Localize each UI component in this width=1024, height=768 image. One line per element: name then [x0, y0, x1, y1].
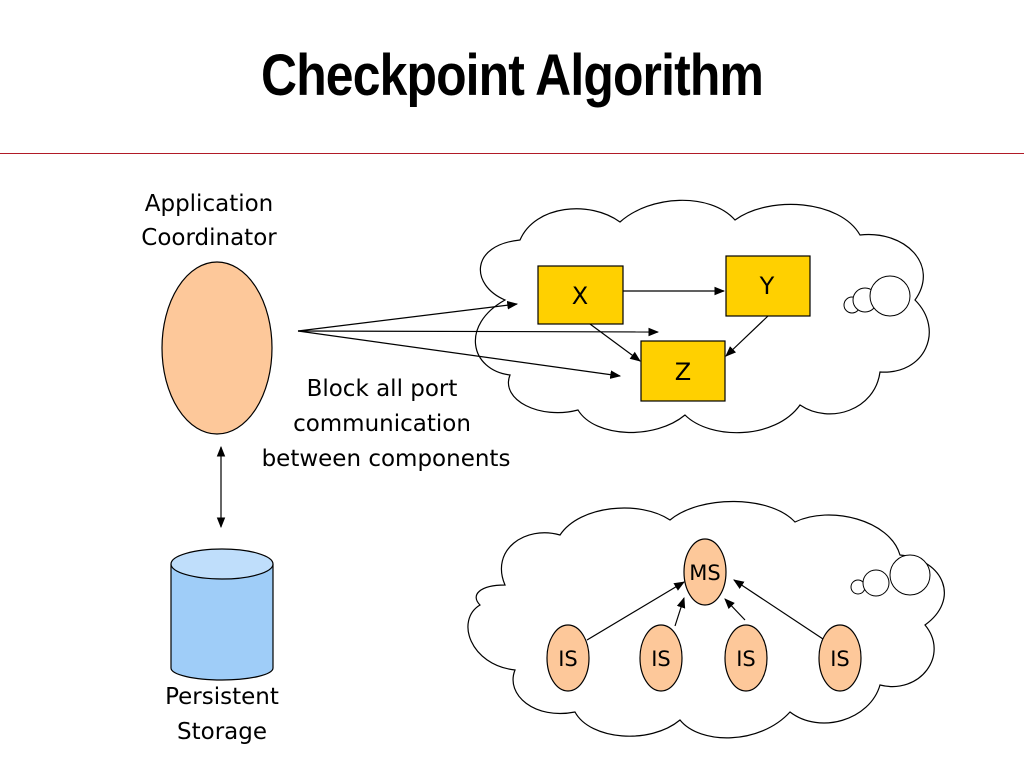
block-message-line3: between components: [262, 446, 511, 472]
is-label: IS: [830, 647, 850, 671]
coordinator-label-line1: Application: [145, 191, 274, 217]
block-arrow-to-z: [297, 330, 622, 379]
storage-label-line2: Storage: [177, 719, 267, 745]
x-to-z-arrow: [589, 323, 641, 362]
component-z-label: Z: [675, 358, 691, 386]
ms-label: MS: [689, 561, 720, 585]
block-arrow-to-x: [297, 300, 519, 332]
block-arrow-to-cloud: [297, 327, 660, 337]
ms-node: [683, 538, 727, 606]
block-message-line1: Block all port: [307, 376, 458, 402]
component-x-box: [537, 265, 624, 325]
is-to-ms-arrow: [674, 596, 686, 627]
service-cloud: [467, 500, 945, 739]
is-to-ms-arrow: [733, 579, 824, 640]
coordinator-label-line2: Coordinator: [141, 225, 277, 251]
component-y-box: [725, 255, 811, 317]
storage-label-line1: Persistent: [165, 684, 279, 710]
component-x-label: X: [572, 282, 588, 310]
thought-bubble-medium: [862, 569, 890, 597]
is-label: IS: [651, 647, 671, 671]
is-node: [724, 624, 768, 692]
is-label: IS: [736, 647, 756, 671]
application-coordinator-node: [161, 261, 273, 435]
is-node: [546, 624, 590, 692]
is-node: [818, 624, 862, 692]
y-to-z-arrow: [725, 315, 769, 357]
block-message-line2: communication: [293, 411, 471, 437]
thought-bubble-large: [889, 554, 931, 596]
thought-bubble-large: [869, 275, 911, 317]
is-to-ms-arrow: [586, 581, 685, 641]
is-label: IS: [558, 647, 578, 671]
title-divider: [0, 153, 1024, 154]
slide-title: Checkpoint Algorithm: [261, 43, 764, 108]
component-y-label: Y: [759, 272, 775, 300]
persistent-storage-icon: [170, 548, 274, 681]
component-z-box: [640, 340, 726, 402]
is-node: [639, 624, 683, 692]
component-cloud: [474, 199, 930, 434]
is-to-ms-arrow: [724, 598, 746, 621]
